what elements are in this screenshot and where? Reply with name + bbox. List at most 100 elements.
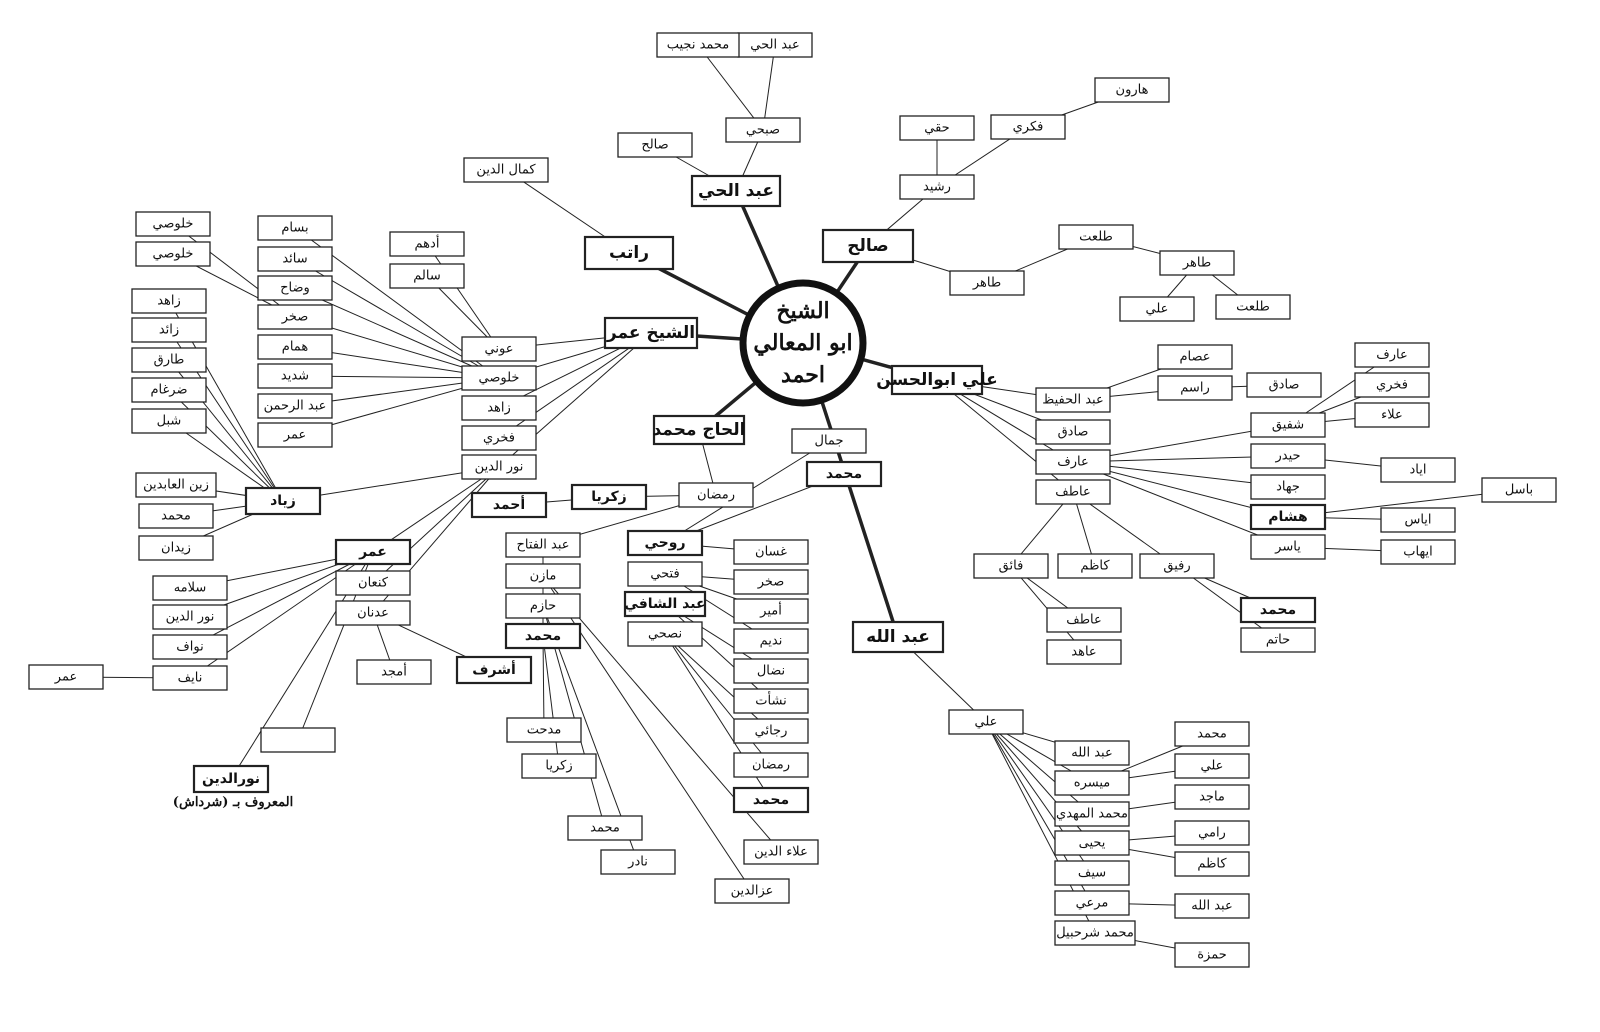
person-node-n70: محمد: [805, 460, 883, 488]
person-box: [627, 561, 703, 587]
person-name: علاء الدين: [754, 845, 808, 860]
person-name: رمضان: [697, 488, 735, 503]
person-box: [1035, 387, 1111, 413]
person-name: سائد: [282, 252, 307, 267]
person-node-n120: مرعي: [1054, 890, 1130, 916]
person-node-n127: عبد الله: [1174, 893, 1250, 919]
person-name: حيدر: [1274, 449, 1300, 464]
person-node-n94: عارف: [1354, 342, 1430, 368]
person-name: رمضان: [752, 758, 790, 773]
person-box: [135, 211, 211, 237]
person-box: [1174, 942, 1250, 968]
person-box: [725, 117, 801, 143]
person-box: [1054, 920, 1136, 946]
person-node-n119: سيف: [1054, 860, 1130, 886]
person-node-n121: محمد شرحبيل: [1054, 920, 1136, 946]
edge-n64-n66: [542, 635, 560, 767]
person-node-n51: نايف: [152, 665, 228, 691]
person-name: ايهاب: [1403, 545, 1432, 560]
person-node-n27: سائد: [257, 246, 333, 272]
person-box: [1250, 412, 1326, 438]
person-node-n128: حمزة: [1174, 942, 1250, 968]
person-node-n15: طاهر: [949, 270, 1025, 296]
person-node-n107: كاظم: [1057, 553, 1133, 579]
person-node-n111: محمد: [1239, 596, 1317, 624]
person-node-n96: علاء: [1354, 402, 1430, 428]
person-node-n52: عمر: [28, 664, 104, 690]
person-name: رفيق: [1163, 559, 1190, 574]
person-node-n33: عمر: [257, 422, 333, 448]
person-box: [461, 425, 537, 451]
person-box: [1250, 534, 1326, 560]
person-name: وضاح: [280, 281, 310, 296]
person-node-n55: أمجد: [356, 659, 432, 685]
person-node-n97: شفيق: [1250, 412, 1326, 438]
person-box: [890, 364, 984, 396]
person-name: مازن: [530, 569, 557, 584]
person-node-n102: اياد: [1380, 457, 1456, 483]
person-box: [1058, 224, 1134, 250]
person-name: زين العابدين: [143, 478, 209, 493]
person-box: [1481, 477, 1557, 503]
person-name: عارف: [1376, 348, 1407, 363]
person-name: محمد شرحبيل: [1056, 926, 1134, 941]
person-node-n82: رمضان: [733, 752, 809, 778]
person-node-n25: نور الدين: [461, 454, 537, 480]
person-name: عبد الفتاح: [516, 538, 569, 553]
person-node-n10: حقي: [899, 115, 975, 141]
person-name: كمال الدين: [476, 163, 536, 178]
root-line-3: احمد: [781, 362, 825, 388]
person-box: [1354, 402, 1430, 428]
person-name: طارق: [154, 353, 185, 368]
person-node-n92: عارف: [1035, 449, 1111, 475]
person-node-n37: زائد: [131, 317, 207, 343]
person-node-n83: محمد: [732, 786, 810, 814]
person-node-n71: روحي: [626, 529, 704, 557]
person-node-n81: رجائي: [733, 718, 809, 744]
person-box: [257, 334, 333, 360]
person-name: فخري: [483, 431, 515, 446]
person-name: نايف: [178, 671, 203, 686]
person-box: [1054, 801, 1130, 827]
person-name: صخر: [281, 310, 309, 325]
person-node-n64: محمد: [504, 622, 582, 650]
person-box: [733, 628, 809, 654]
person-node-n43: زيدان: [138, 535, 214, 561]
person-node-n22: خلوصي: [461, 365, 537, 391]
person-box: [257, 393, 333, 419]
person-node-n100: هشام: [1249, 503, 1327, 531]
person-node-n68: نادر: [600, 849, 676, 875]
edge-n25-n46: [372, 466, 500, 584]
person-name: عبد الله: [1071, 746, 1112, 761]
person-name: عبد الشافي: [624, 596, 705, 612]
person-box: [461, 395, 537, 421]
person-node-n2: محمد نجيب: [656, 32, 740, 58]
person-node-n58: زكريا: [570, 483, 648, 511]
person-node-n85: عزالدين: [714, 878, 790, 904]
person-name: أمير: [759, 602, 782, 619]
person-name: غسان: [755, 545, 787, 560]
person-box: [733, 688, 809, 714]
person-box: [1174, 753, 1250, 779]
person-name: صادق: [1058, 425, 1089, 440]
person-node-n41: زين العابدين: [135, 472, 217, 498]
person-name: زياد: [270, 493, 296, 509]
person-node-n16: علي: [1119, 296, 1195, 322]
person-box: [505, 532, 581, 558]
person-box: [1380, 539, 1456, 565]
person-box: [733, 752, 809, 778]
person-node-n73: عبد الشافي: [623, 590, 707, 618]
person-name: زائد: [159, 323, 179, 338]
person-node-n49: نور الدين: [152, 604, 228, 630]
person-box: [743, 839, 819, 865]
person-name: عبد الله: [1191, 899, 1232, 914]
person-box: [583, 235, 675, 271]
person-node-n118: يحيى: [1054, 830, 1130, 856]
person-node-n20: الشيخ عمر: [603, 316, 699, 350]
person-node-n114: علي: [948, 709, 1024, 735]
person-name: حازم: [530, 599, 556, 614]
person-name: عصام: [1179, 350, 1210, 365]
person-name: عبد الحي: [750, 38, 799, 53]
person-name: عارف: [1057, 455, 1088, 470]
person-node-n91: صادق: [1035, 419, 1111, 445]
